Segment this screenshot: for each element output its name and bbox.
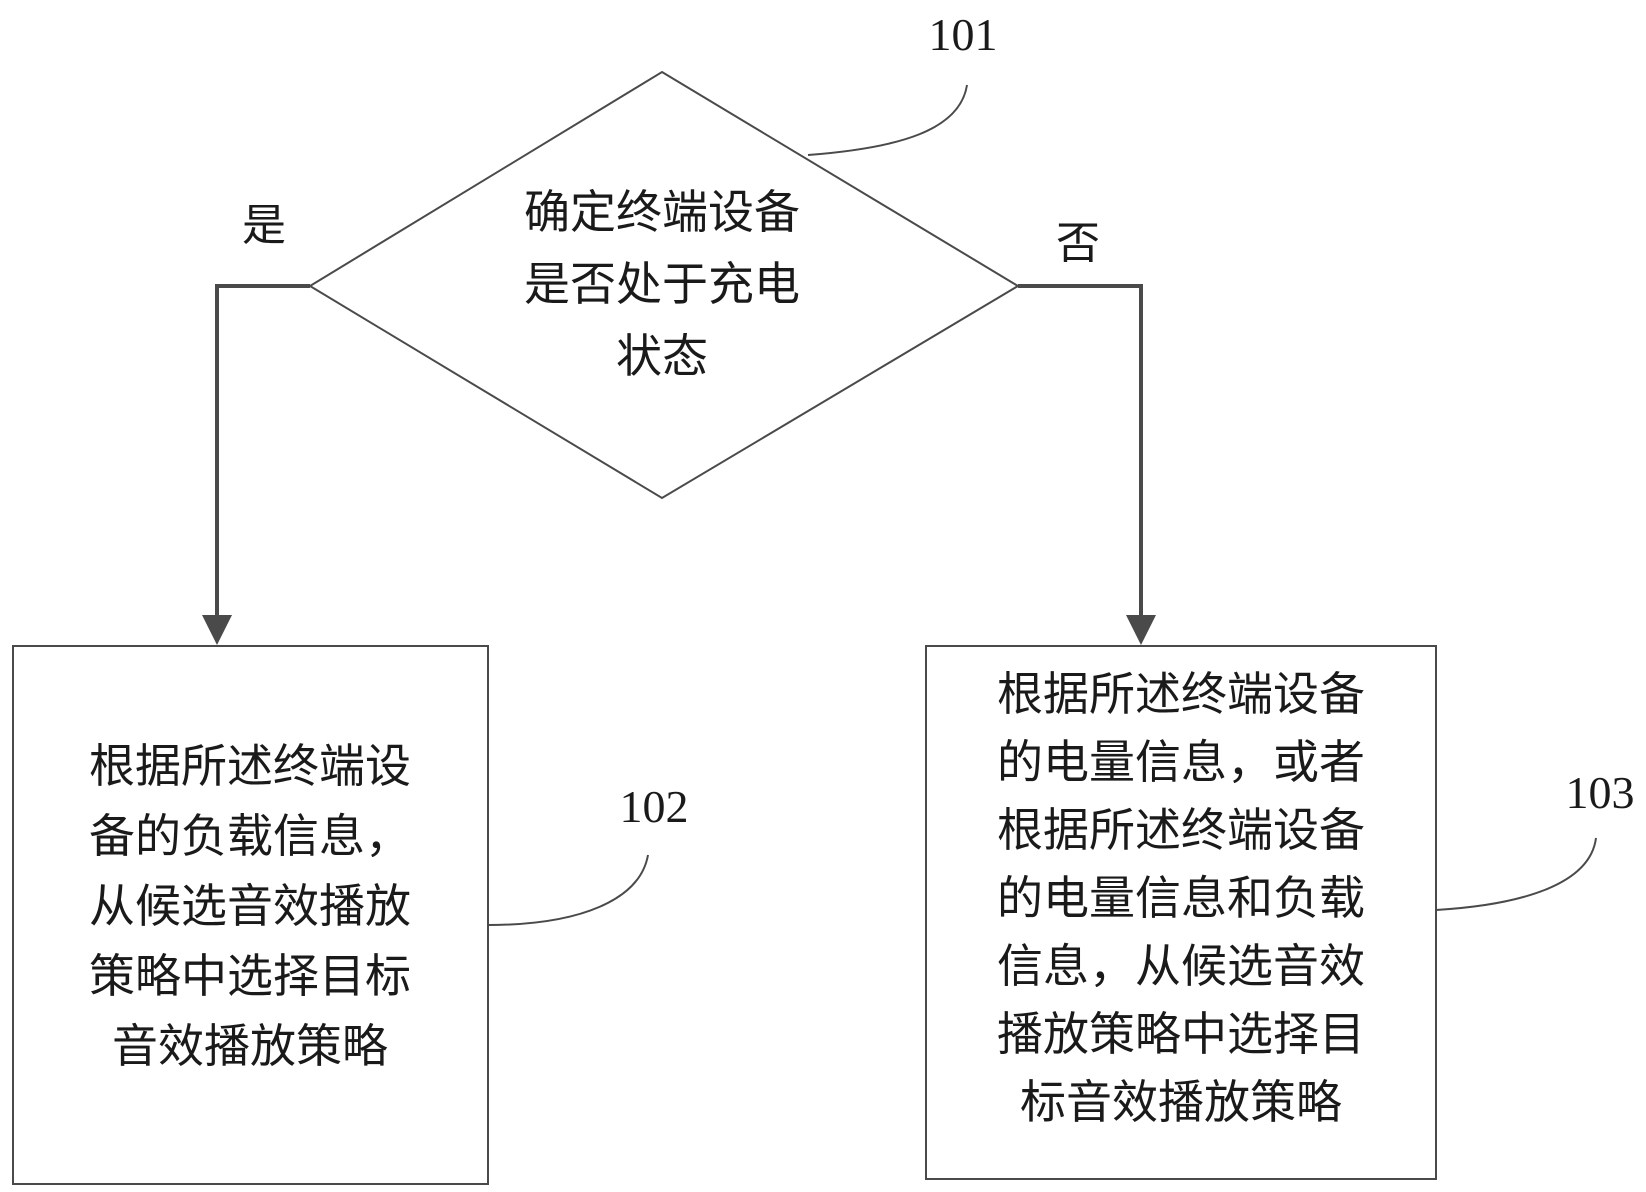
right-box-text-line: 的电量信息，或者 [997,735,1365,789]
left-box-text-line: 从候选音效播放 [89,879,411,933]
branch-no-label: 否 [1056,218,1100,269]
ref-102-leader [487,854,649,926]
no-arrowhead [1126,615,1156,645]
ref-102-label: 102 [620,781,689,832]
right-box-text-line: 信息，从候选音效 [997,939,1365,993]
ref-103-label: 103 [1566,767,1635,818]
left-process-box [12,645,489,1185]
right-process-box [925,645,1437,1180]
decision-text-line: 状态 [616,329,708,383]
left-box-text-line: 根据所述终端设 [89,739,411,793]
ref-101-leader [807,84,968,156]
right-box-text-line: 的电量信息和负载 [997,871,1365,925]
no-flow-line [1018,284,1143,620]
left-box-text-line: 策略中选择目标 [89,949,411,1003]
yes-arrowhead [202,615,232,645]
yes-flow-line [215,284,310,620]
left-box-text-line: 备的负载信息， [89,809,411,863]
right-box-text-line: 根据所述终端设备 [997,803,1365,857]
ref-101-label: 101 [929,9,998,60]
decision-text-line: 是否处于充电 [524,257,800,311]
decision-diamond [308,70,1020,500]
right-box-text-line: 根据所述终端设备 [997,667,1365,721]
ref-103-leader [1435,837,1597,911]
right-box-text-line: 标音效播放策略 [1020,1075,1342,1129]
left-box-text-line: 音效播放策略 [112,1019,388,1073]
branch-yes-label: 是 [242,200,286,251]
decision-text-line: 确定终端设备 [524,185,800,239]
right-box-text-line: 播放策略中选择目 [997,1007,1365,1061]
